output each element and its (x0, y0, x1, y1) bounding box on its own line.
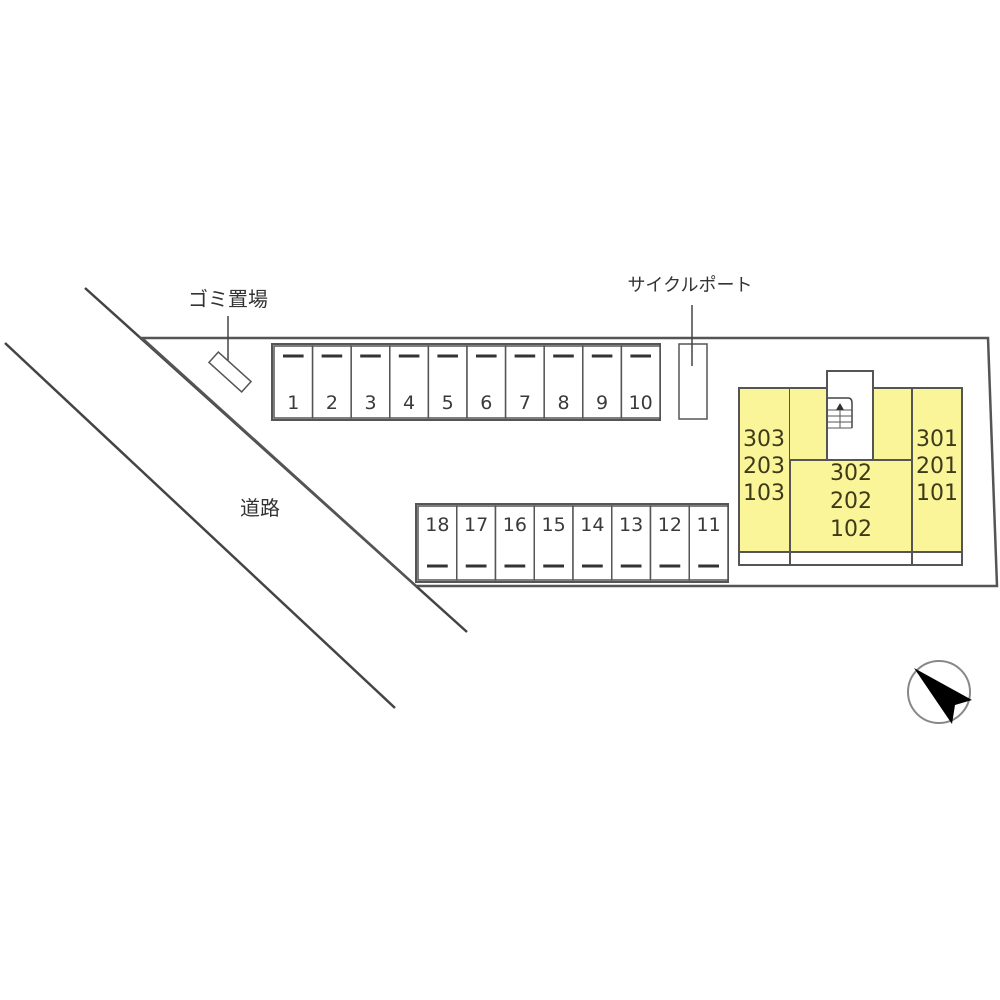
stall-number: 7 (519, 392, 531, 414)
parking-stall-15: 15 (533, 505, 574, 581)
stall-number: 5 (442, 392, 454, 414)
parking-stall-13: 13 (611, 505, 652, 581)
units-center-stack: 302 202 102 (830, 461, 872, 542)
stall-outline (350, 345, 391, 419)
garbage-area: ゴミ置場 (188, 287, 268, 393)
unit-201: 201 (916, 454, 958, 479)
unit-303: 303 (743, 427, 785, 452)
stall-number: 18 (425, 514, 449, 536)
building-wing-left (738, 387, 791, 553)
stall-number: 3 (364, 392, 376, 414)
parking-stall-16: 16 (494, 505, 535, 581)
stall-outline (572, 505, 613, 581)
stall-number: 10 (629, 392, 653, 414)
lot-boundary (138, 336, 999, 588)
stall-number: 16 (503, 514, 527, 536)
stall-outline (611, 505, 652, 581)
stall-outline (427, 345, 468, 419)
parking-stall-2: 2 (311, 345, 352, 419)
stall-number: 14 (580, 514, 604, 536)
stall-number: 4 (403, 392, 415, 414)
parking-stall-3: 3 (350, 345, 391, 419)
stall-outline (688, 505, 729, 581)
road-edge-lower (4, 342, 396, 709)
stall-outline (620, 345, 661, 419)
parking-stall-6: 6 (466, 345, 507, 419)
staircase-icon (828, 397, 853, 429)
parking-stall-7: 7 (504, 345, 545, 419)
stall-outline (389, 345, 430, 419)
units-right-stack: 301 201 101 (916, 427, 958, 506)
stall-number: 11 (697, 514, 721, 536)
stall-number: 8 (557, 392, 569, 414)
unit-301: 301 (916, 427, 958, 452)
stall-outline (494, 505, 535, 581)
balcony-center (789, 551, 913, 566)
cycle-port: サイクルポート (627, 275, 753, 420)
parking-stall-8: 8 (543, 345, 584, 419)
parking-row-bottom: 18 17 16 15 14 13 12 11 (415, 503, 729, 583)
cycle-port-shelter (678, 343, 708, 420)
cycle-port-label: サイクルポート (627, 275, 752, 296)
parking-stall-11: 11 (688, 505, 729, 581)
stall-number: 1 (287, 392, 299, 414)
unit-101: 101 (916, 481, 958, 506)
building-center-block (789, 459, 913, 553)
stall-number: 9 (596, 392, 608, 414)
garbage-box (207, 351, 253, 393)
parking-stall-5: 5 (427, 345, 468, 419)
stall-number: 13 (619, 514, 643, 536)
parking-stall-10: 10 (620, 345, 661, 419)
parking-stall-17: 17 (456, 505, 497, 581)
stall-outline (466, 345, 507, 419)
building-wing-right (911, 387, 963, 553)
apartment-building: 303 203 103 302 202 102 301 201 101 (738, 370, 963, 566)
parking-stall-14: 14 (572, 505, 613, 581)
parking-stall-18: 18 (417, 505, 458, 581)
stall-outline (273, 345, 314, 419)
stall-outline (533, 505, 574, 581)
garbage-label: ゴミ置場 (188, 287, 268, 311)
parking-stall-1: 1 (273, 345, 314, 419)
north-arrow-icon (907, 660, 972, 724)
stall-number: 12 (658, 514, 682, 536)
unit-103: 103 (743, 481, 785, 506)
stall-number: 17 (464, 514, 488, 536)
parking-stall-9: 9 (582, 345, 623, 419)
stall-number: 6 (480, 392, 492, 414)
parking-stall-4: 4 (389, 345, 430, 419)
unit-302: 302 (830, 461, 872, 486)
units-left-stack: 303 203 103 (743, 427, 785, 506)
stall-number: 2 (326, 392, 338, 414)
unit-102: 102 (830, 517, 872, 542)
unit-202: 202 (830, 489, 872, 514)
parking-stall-12: 12 (649, 505, 690, 581)
road-label: 道路 (240, 496, 280, 520)
parking-row-top: 1 2 3 4 5 6 7 8 9 10 (271, 343, 661, 421)
balcony-left (738, 551, 791, 566)
stall-number: 15 (542, 514, 566, 536)
balcony-right (911, 551, 963, 566)
unit-203: 203 (743, 454, 785, 479)
